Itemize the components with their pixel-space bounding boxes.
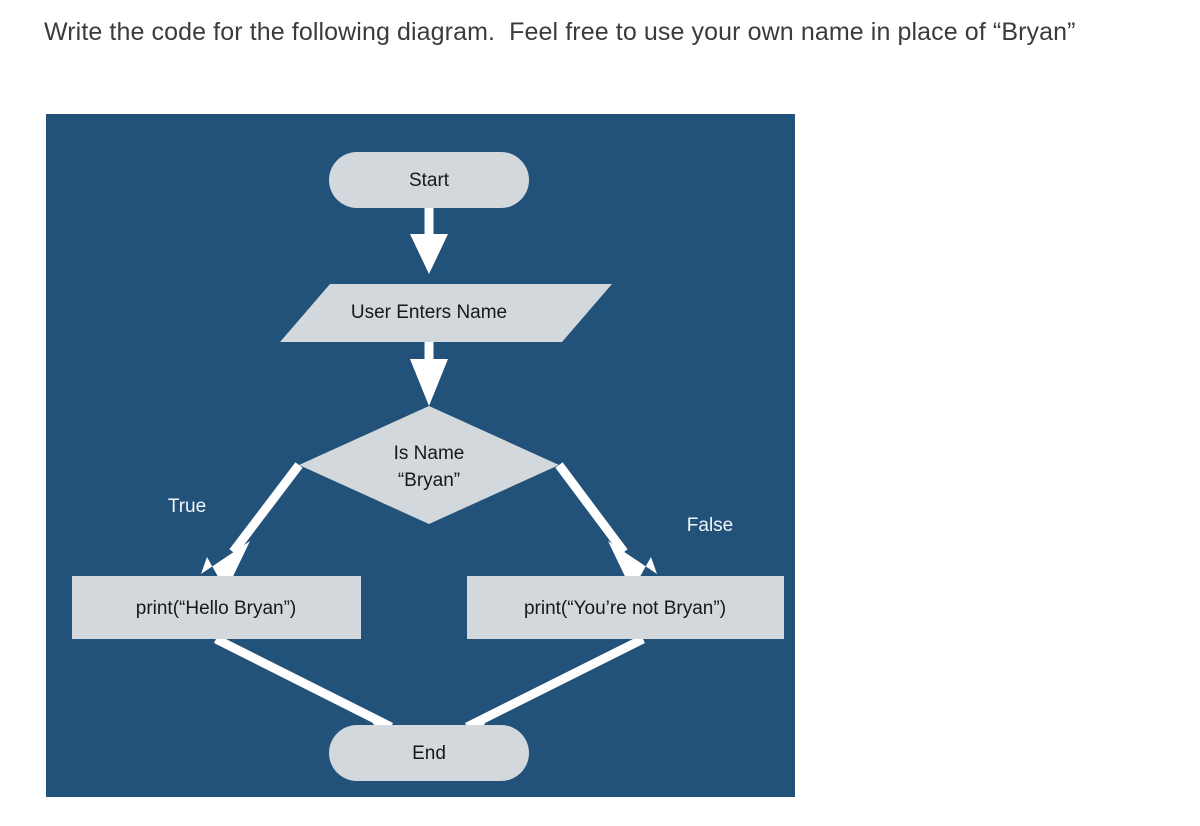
edge-input-to-decision	[410, 342, 448, 406]
question-prompt: Write the code for the following diagram…	[44, 18, 1076, 46]
node-decision-label-line1: Is Name	[394, 443, 465, 464]
node-print-true-shape	[72, 576, 361, 639]
branch-label-false: False	[687, 515, 733, 536]
node-print-false-label: print(“You’re not Bryan”)	[524, 598, 726, 619]
node-user-enters-name[interactable]: User Enters Name	[280, 284, 612, 342]
node-print-true-label: print(“Hello Bryan”)	[136, 598, 296, 619]
node-input-label: User Enters Name	[351, 302, 507, 323]
node-start-label: Start	[409, 170, 450, 191]
edge-decision-to-print-false	[555, 462, 657, 591]
node-input-shape	[280, 284, 612, 342]
node-start[interactable]: Start	[329, 152, 529, 208]
node-decision-label-line2: “Bryan”	[398, 470, 460, 491]
flowchart-panel: Start User Enters Name Is Name “Bryan” p…	[46, 114, 795, 797]
node-print-false-shape	[467, 576, 784, 639]
edge-start-to-input	[410, 208, 448, 274]
branch-label-true: True	[168, 496, 206, 517]
node-end-shape	[329, 725, 529, 781]
node-print-true[interactable]: print(“Hello Bryan”)	[72, 576, 361, 639]
node-start-shape	[329, 152, 529, 208]
node-end[interactable]: End	[329, 725, 529, 781]
flowchart-svg: Start User Enters Name Is Name “Bryan” p…	[72, 152, 784, 781]
node-print-false[interactable]: print(“You’re not Bryan”)	[467, 576, 784, 639]
node-decision-shape	[299, 406, 559, 524]
edge-decision-to-print-true	[201, 462, 303, 591]
node-end-label: End	[412, 743, 446, 764]
node-decision[interactable]: Is Name “Bryan”	[299, 406, 559, 524]
